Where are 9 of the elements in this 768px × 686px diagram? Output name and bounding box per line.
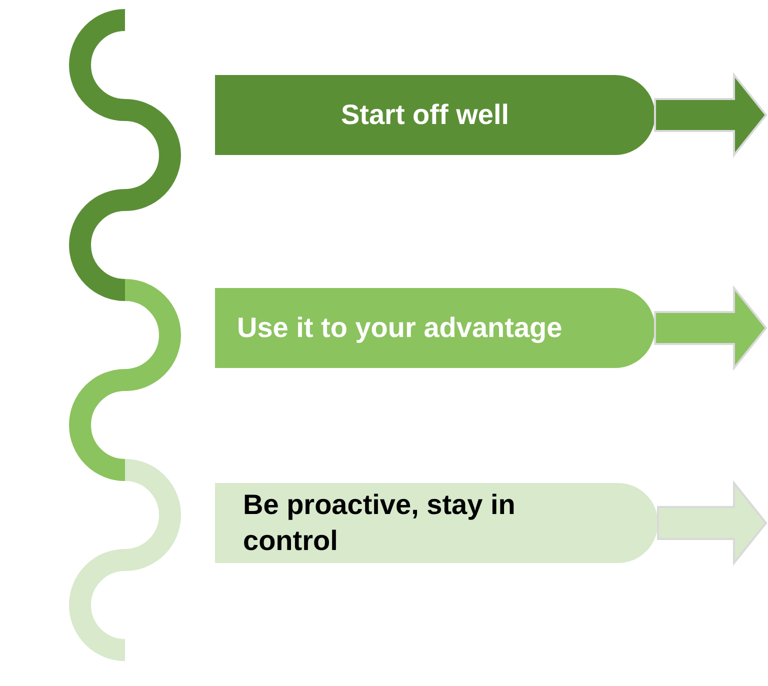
- block-arrow: [654, 72, 768, 158]
- rounded-bar: [215, 483, 658, 563]
- block-arrow: [657, 480, 768, 566]
- rounded-bar: [215, 288, 655, 368]
- rounded-bar: [215, 75, 655, 155]
- block-arrow: [654, 285, 768, 371]
- bar-label: Be proactive, stay in control: [243, 488, 516, 558]
- bar-label: Start off well: [340, 98, 509, 132]
- bar-label: Use it to your advantage: [237, 311, 562, 345]
